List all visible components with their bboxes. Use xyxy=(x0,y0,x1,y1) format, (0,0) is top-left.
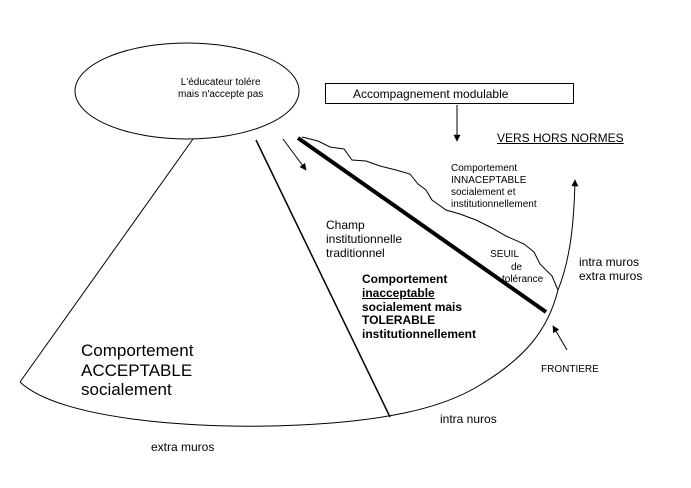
acceptable-line3: socialement xyxy=(81,380,172,400)
frontier-line xyxy=(296,136,548,314)
cone-left-edge xyxy=(19,138,194,383)
champ-line1: Champ xyxy=(326,218,365,232)
seuil-line2: de xyxy=(511,261,523,273)
champ-institutionnel-label: Champ institutionnelle traditionnel xyxy=(326,218,403,260)
top-ellipse xyxy=(74,42,300,140)
extra-muros-right: extra muros xyxy=(579,268,643,283)
intra-extra-right-label: intra muros extra muros xyxy=(579,255,643,284)
inacceptable-top-line1: Comportement xyxy=(451,163,518,174)
ellipse-text: L'éducateur tolére mais n'accepte pas xyxy=(178,77,263,100)
vers-hors-normes-label: VERS HORS NORMES xyxy=(497,131,624,145)
champ-line3: traditionnel xyxy=(326,245,385,260)
ellipse-text-line1: L'éducateur tolére xyxy=(180,77,261,88)
champ-line2: institutionnelle xyxy=(326,231,403,246)
inacceptable-top-line4: institutionnellement xyxy=(451,199,537,210)
accompagnement-box: Accompagnement modulable xyxy=(325,83,574,104)
tolerable-line4: TOLERABLE xyxy=(362,313,436,328)
cone-bottom-arc xyxy=(19,289,559,427)
small-diagonal-arrow xyxy=(282,138,307,171)
comportement-tolerable-label: Comportement inacceptable socialement ma… xyxy=(362,272,476,342)
institutional-field-line xyxy=(255,139,391,418)
inacceptable-top-line2: INNACEPTABLE xyxy=(451,175,527,186)
tolerable-line2: inacceptable xyxy=(362,285,435,300)
seuil-label: SEUIL de tolérance xyxy=(480,249,543,287)
right-rising-curve xyxy=(557,179,579,291)
seuil-line1: SEUIL xyxy=(490,249,520,260)
frontiere-label: FRONTIERE xyxy=(541,364,599,375)
comportement-acceptable-label: Comportement ACCEPTABLE socialement xyxy=(81,341,193,400)
frontier-arrow xyxy=(552,325,568,351)
accompagnement-label: Accompagnement modulable xyxy=(353,87,509,101)
tolerable-line5: institutionnellement xyxy=(362,327,476,342)
ellipse-text-line2: mais n'accepte pas xyxy=(178,88,264,100)
acceptable-line1: Comportement xyxy=(81,341,194,360)
intra-muros-right: intra muros xyxy=(579,255,640,269)
intra-nuros-label: intra nuros xyxy=(440,412,497,426)
tolerance-threshold-jagged-line xyxy=(301,136,559,291)
comportement-inacceptable-top-label: Comportement INNACEPTABLE socialement et… xyxy=(451,163,537,211)
acceptable-line2: ACCEPTABLE xyxy=(81,360,193,380)
inacceptable-top-line3: socialement et xyxy=(451,187,516,198)
extra-muros-bottom-label: extra muros xyxy=(151,440,215,454)
tolerable-line3: socialement mais xyxy=(362,299,463,314)
seuil-line3: tolérance xyxy=(502,274,544,285)
tolerable-line1: Comportement xyxy=(362,272,448,286)
